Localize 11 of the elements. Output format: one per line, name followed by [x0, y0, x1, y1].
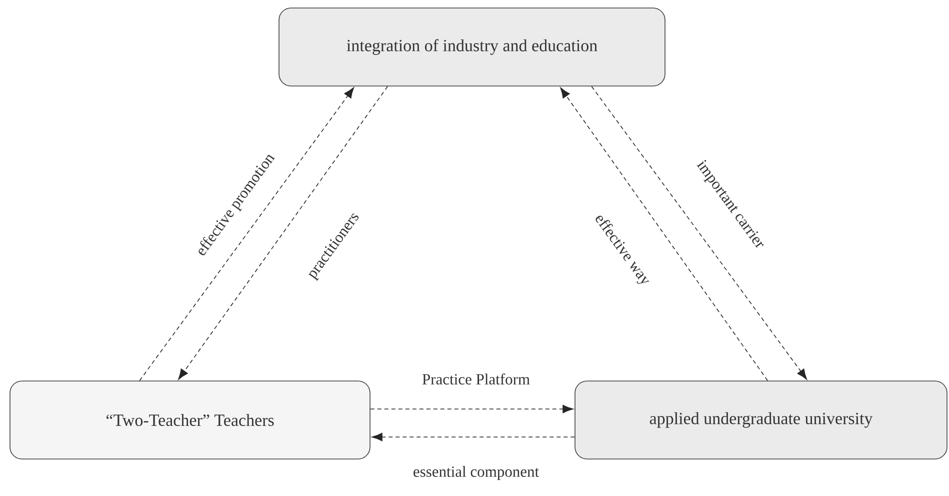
- arrow: [139, 87, 354, 381]
- process-box: “Two-Teacher” Teachers: [10, 380, 370, 460]
- arrow: [591, 86, 808, 380]
- arrow: [560, 87, 768, 381]
- edge-label: essential component: [412, 464, 540, 482]
- process-box: applied undergraduate university: [574, 380, 948, 460]
- edge-label: Practice Platform: [421, 372, 532, 386]
- arrow: [178, 86, 388, 380]
- arrow: [372, 432, 575, 442]
- arrow: [370, 404, 574, 414]
- process-box: integration of industry and education: [278, 8, 666, 86]
